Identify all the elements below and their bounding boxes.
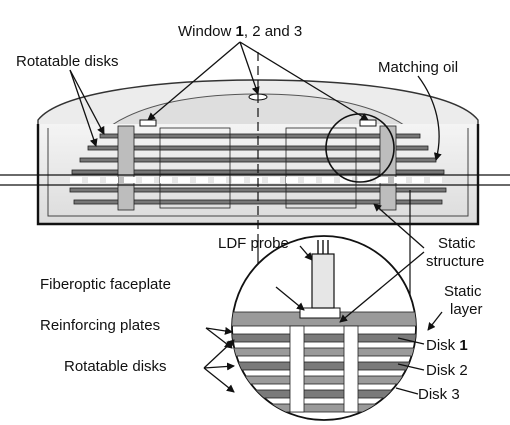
- label-static-layer-1: Static: [444, 283, 482, 300]
- faceplate: [299, 307, 341, 319]
- window-right: [359, 119, 377, 127]
- housing-inner-walls: [47, 128, 469, 217]
- label-rotatable-disks-bottom: Rotatable disks: [64, 358, 167, 375]
- label-fiberoptic-faceplate: Fiberoptic faceplate: [40, 276, 171, 293]
- label-disk-2: Disk 2: [426, 362, 468, 379]
- pointers: [69, 41, 443, 395]
- label-static-structure-1: Static: [438, 235, 476, 252]
- zoom-detail: [231, 235, 417, 421]
- label-reinforcing-plates: Reinforcing plates: [40, 317, 160, 334]
- label-ldf-probe: LDF probe: [218, 235, 289, 252]
- label-window: Window 1, 2 and 3: [178, 23, 302, 40]
- label-static-layer-2: layer: [450, 301, 483, 318]
- label-matching-oil: Matching oil: [378, 59, 458, 76]
- label-rotatable-disks-top: Rotatable disks: [16, 53, 119, 70]
- window-left: [139, 119, 157, 127]
- ldf-probe-body: [311, 253, 335, 309]
- label-disk-3: Disk 3: [418, 386, 460, 403]
- label-disk-1: Disk 1: [426, 337, 468, 354]
- label-static-structure-2: structure: [426, 253, 484, 270]
